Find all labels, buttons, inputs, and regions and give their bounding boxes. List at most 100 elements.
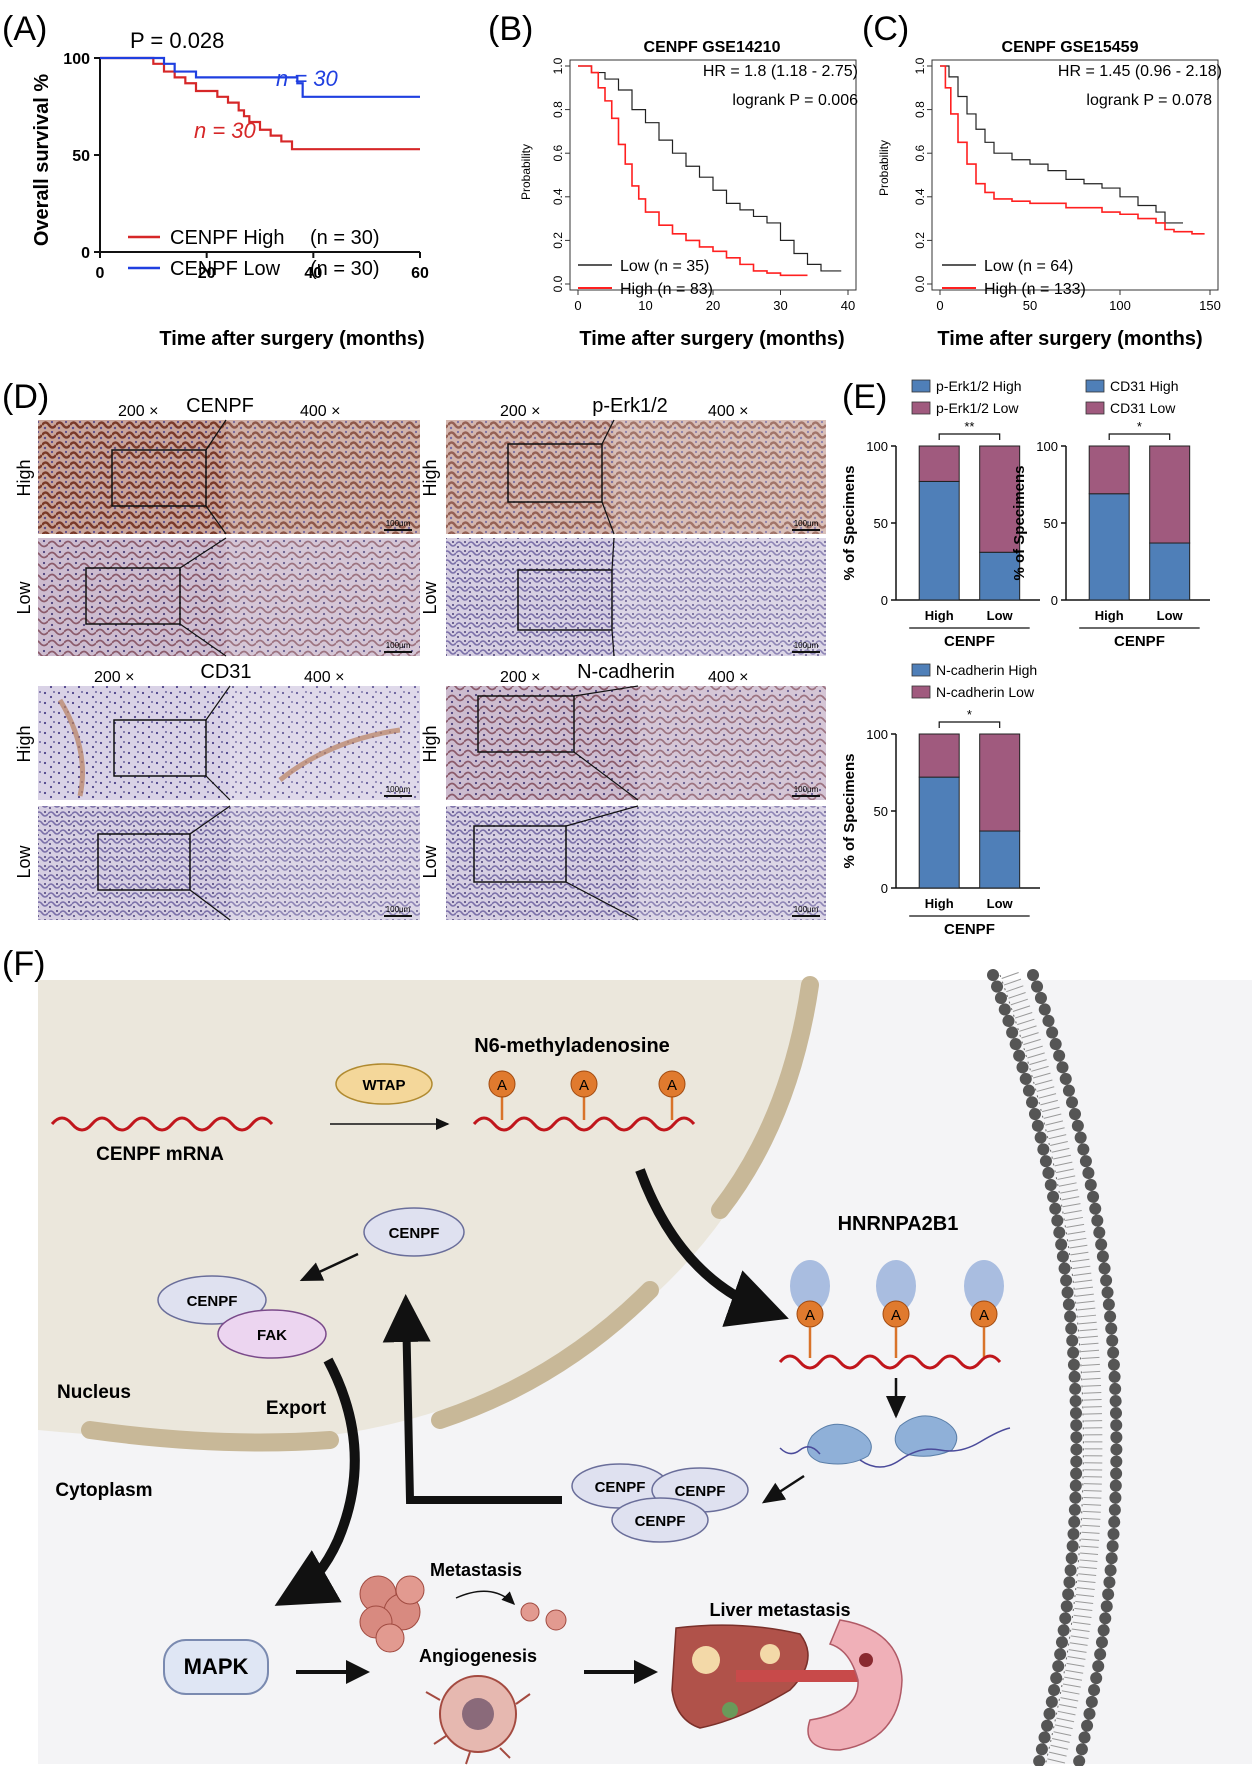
cell-membrane	[987, 969, 1123, 1766]
circulating-tumor-cell	[520, 1602, 540, 1622]
y-tick-label: 0.6	[913, 145, 927, 162]
ihc-image-low-200x	[446, 806, 638, 920]
m6a-a-label: A	[805, 1307, 815, 1324]
significance-label: *	[1137, 419, 1142, 434]
zoom-line	[205, 505, 227, 535]
zoom-box	[507, 443, 603, 503]
ihc-image-low-400x	[230, 806, 420, 920]
tumor-cell	[375, 1623, 405, 1653]
y-tick-label: 100	[866, 439, 888, 454]
y-tick-label: 100	[866, 727, 888, 742]
y-tick-label: 0.8	[551, 101, 565, 118]
y-tick-label: 1.0	[551, 57, 565, 74]
ihc-title: N-cadherin	[577, 661, 675, 683]
lipid-heads-outer	[987, 969, 1083, 1766]
legend-n-low: (n = 30)	[310, 258, 379, 280]
group-label: CENPF	[1114, 633, 1165, 650]
group-label: CENPF	[944, 921, 995, 938]
y-tick-label: 0	[881, 593, 888, 608]
m6a-a-circle	[570, 1070, 598, 1098]
scale-bar-label: 100μm	[794, 641, 819, 650]
zoom-line	[565, 805, 639, 827]
m6a-title: N6-methyladenosine	[474, 1035, 670, 1057]
legend-label-low: Low (n = 64)	[984, 258, 1073, 275]
hnrnpa2b1-complex: A A A	[778, 1260, 1004, 1370]
bar-low-high	[918, 445, 960, 482]
ihc-image-high-200x	[38, 420, 226, 534]
survival-curve-low	[578, 65, 842, 272]
significance-bracket	[938, 721, 1001, 728]
cenpf-protein-complexed	[157, 1275, 267, 1325]
nuclear-envelope	[711, 976, 819, 1219]
significance-label: **	[964, 419, 974, 434]
zoom-line	[205, 419, 227, 451]
zoom-line	[205, 685, 231, 721]
mapk-node	[163, 1639, 269, 1695]
ihc-row-low: Low	[14, 580, 34, 614]
legend-label-high: High (n = 133)	[984, 281, 1086, 298]
panel-a-p-value: P = 0.028	[130, 28, 224, 53]
zoom-box	[111, 449, 207, 507]
panel-e-label: (E)	[842, 378, 887, 416]
ihc-image-high-400x	[638, 686, 826, 800]
panel-b-ylabel: Probability	[519, 144, 533, 200]
ihc-row-low: Low	[420, 844, 440, 878]
legend-label-low: CENPF Low	[170, 258, 281, 280]
ihc-image-low-400x	[226, 538, 420, 656]
panel-b-label: (B)	[488, 10, 533, 48]
peptide-chain	[779, 1446, 821, 1455]
bar-low-low	[979, 733, 1021, 832]
zoom-box	[113, 719, 207, 777]
category-label: High	[1095, 608, 1124, 623]
y-tick-label: 1.0	[913, 57, 927, 74]
ihc-title: p-Erk1/2	[592, 395, 668, 417]
panel-d: (D) 200 × CENPF 400 × High Low 100μm 100…	[2, 378, 826, 921]
m6a-a-circle	[658, 1070, 686, 1098]
reader-protein	[876, 1260, 916, 1312]
y-tick-label: 0	[81, 245, 90, 262]
cenpf-protein-nuclear	[363, 1207, 465, 1257]
x-tick-label: 30	[773, 298, 787, 313]
ihc-title: CENPF	[186, 395, 254, 417]
lipid-tails	[999, 974, 1084, 1766]
survival-curve-high	[940, 65, 1205, 235]
scale-bar-label: 100μm	[386, 641, 411, 650]
ihc-mag-400: 400 ×	[708, 669, 748, 686]
zoom-box	[97, 833, 191, 891]
zoom-line	[565, 881, 639, 921]
x-tick-label: 0	[574, 298, 581, 313]
cenpf-protein-label: CENPF	[187, 1293, 238, 1310]
panel-b-title: CENPF GSE14210	[644, 39, 781, 56]
liver-metastasis-label: Liver metastasis	[709, 1600, 850, 1620]
ihc-mag-200: 200 ×	[500, 403, 540, 420]
panel-f: (F) N6-methyladenosine WTAP CENPF mRNA	[2, 945, 1252, 1766]
y-tick-label: 50	[874, 804, 888, 819]
primary-tumor	[859, 1653, 873, 1667]
significance-bracket	[1108, 433, 1171, 440]
liver-stomach-illustration	[671, 1619, 903, 1751]
y-tick-label: 0	[881, 881, 888, 896]
y-tick-label: 100	[1036, 439, 1058, 454]
methylated-mrna-strand	[472, 1116, 696, 1132]
panel-a-legend: CENPF High (n = 30) CENPF Low (n = 30)	[128, 227, 379, 280]
panel-c-ylabel: Probability	[877, 140, 891, 196]
m6a-a-circle	[488, 1070, 516, 1098]
ihc-row-high: High	[14, 459, 34, 496]
y-tick-label: 0.0	[913, 275, 927, 292]
panel-a-ylabel: Overall survival %	[31, 74, 53, 247]
reader-protein	[964, 1260, 1004, 1312]
tumor-core	[462, 1698, 494, 1730]
m6a-a-label: A	[497, 1077, 507, 1094]
category-label: Low	[1157, 608, 1184, 623]
zoom-line	[205, 775, 231, 801]
cenpf-protein-label: CENPF	[389, 1225, 440, 1242]
legend-swatch-low	[911, 685, 931, 699]
bar-high-high	[1088, 493, 1130, 601]
fak-protein	[217, 1309, 327, 1359]
bar-low-low	[1149, 445, 1191, 544]
significance-bracket	[938, 433, 1001, 440]
